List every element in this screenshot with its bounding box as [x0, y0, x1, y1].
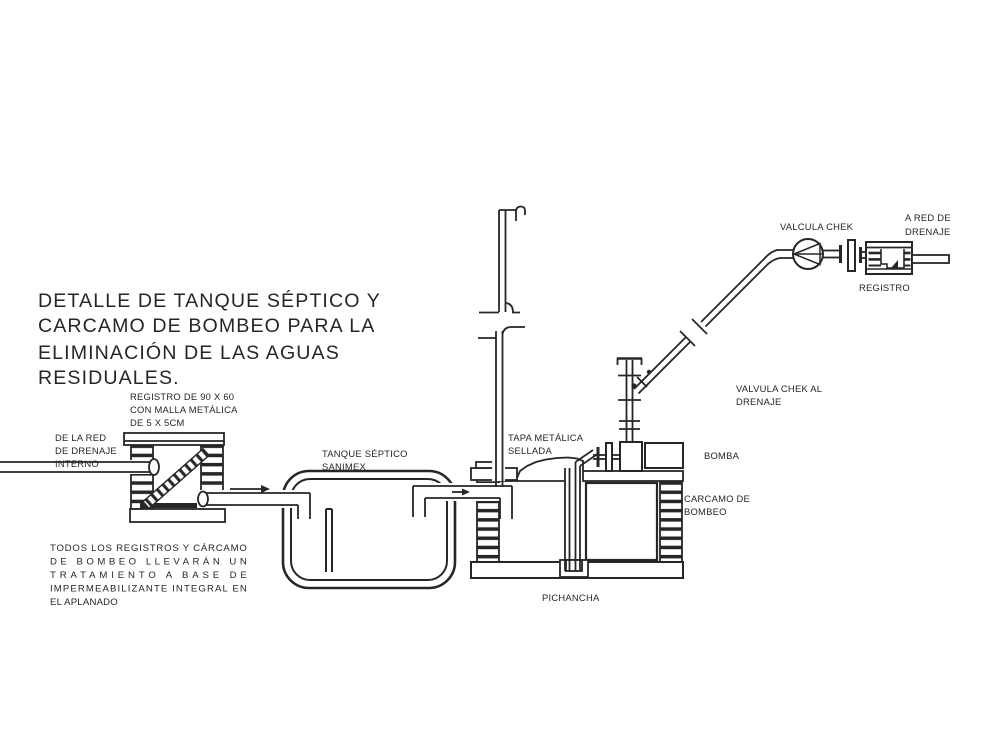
- label-pichancha: PICHANCHA: [542, 592, 600, 603]
- pipe-break-tick: [691, 318, 708, 335]
- valve-disc: [605, 442, 613, 472]
- page-title: RESIDUALES.: [38, 367, 180, 389]
- pump-assembly: [593, 357, 684, 472]
- carcamo-inner-chamber: [584, 481, 659, 562]
- label-red-interna: INTERNO: [55, 458, 99, 469]
- pump-motor: [644, 442, 684, 469]
- label-valvula-chek-drenaje: DRENAJE: [736, 396, 782, 407]
- label-red-interna: DE DRENAJE: [55, 445, 117, 456]
- flow-arrowhead: [261, 485, 270, 493]
- registro-lid: [123, 432, 225, 446]
- label-registro-malla: CON MALLA METÁLICA: [130, 404, 238, 415]
- valve-disc: [847, 239, 856, 272]
- label-valvula-chek-drenaje: VALVULA CHEK AL: [736, 383, 822, 394]
- label-carcamo-bombeo: BOMBEO: [684, 506, 727, 517]
- treatment-note: TRATAMIENTO A BASE DE: [50, 570, 247, 581]
- page-title: CARCAMO DE BOMBEO PARA LA: [38, 315, 375, 337]
- page-title: DETALLE DE TANQUE SÉPTICO Y: [38, 289, 381, 312]
- discharge-diagonal-pipe: [631, 249, 793, 395]
- suction-pipe: [559, 449, 599, 578]
- page-title: ELIMINACIÓN DE LAS AGUAS: [38, 341, 340, 364]
- registro-base-slab: [129, 508, 226, 523]
- carcamo-de-bombeo: [470, 456, 684, 579]
- carcamo-right-wall: [659, 480, 683, 563]
- outlet-to-drain-pipe: [911, 254, 950, 264]
- label-tapa-metalica: SELLADA: [508, 445, 552, 456]
- inlet-drain-pipe: [0, 458, 160, 476]
- vent-pipe: [478, 205, 526, 487]
- septic-tank: [281, 469, 457, 590]
- treatment-note: TODOS LOS REGISTROS Y CÁRCAMO: [50, 543, 247, 554]
- label-tanque-septico: SANIMEX: [322, 461, 366, 472]
- registro-to-tank-pipe: [197, 485, 313, 519]
- pipe-mouth: [197, 490, 209, 508]
- registro-chamber: [123, 432, 226, 523]
- treatment-note: IMPERMEABILIZANTE INTEGRAL EN: [50, 584, 247, 595]
- label-a-red-de-drenaje: DRENAJE: [905, 226, 951, 237]
- flow-arrowhead: [462, 488, 470, 496]
- check-valve-and-registro: [791, 238, 950, 275]
- carcamo-top-slab: [582, 470, 684, 482]
- annotations: DETALLE DE TANQUE SÉPTICO Y CARCAMO DE B…: [38, 212, 951, 608]
- label-registro-drenaje: REGISTRO: [859, 282, 910, 293]
- pipe-mouth: [148, 458, 160, 476]
- label-valcula-chek: VALCULA CHEK: [780, 221, 854, 232]
- suction-elbow: [574, 449, 594, 463]
- carcamo-lid-step: [475, 461, 494, 469]
- treatment-note: EL APLANADO: [50, 597, 118, 608]
- vent-gooseneck: [515, 205, 526, 221]
- treatment-note: DE BOMBEO LLEVARÁN UN: [50, 557, 247, 568]
- pipe-break-tick: [679, 330, 696, 347]
- tank-inner-shell: [290, 478, 448, 581]
- tank-outer-shell: [281, 469, 457, 590]
- label-a-red-de-drenaje: A RED DE: [905, 212, 951, 223]
- label-red-interna: DE LA RED: [55, 432, 106, 443]
- label-registro-malla: DE 5 X 5CM: [130, 417, 185, 428]
- pump-casing: [619, 441, 643, 472]
- label-bomba: BOMBA: [704, 450, 740, 461]
- malla-metalica-mesh: [142, 447, 210, 510]
- registro-floor: [140, 503, 198, 508]
- label-registro-malla: REGISTRO DE 90 X 60: [130, 391, 234, 402]
- label-tanque-septico: TANQUE SÉPTICO: [322, 448, 408, 459]
- label-carcamo-bombeo: CARCAMO DE: [684, 493, 750, 504]
- label-tapa-metalica: TAPA METÁLICA: [508, 432, 584, 443]
